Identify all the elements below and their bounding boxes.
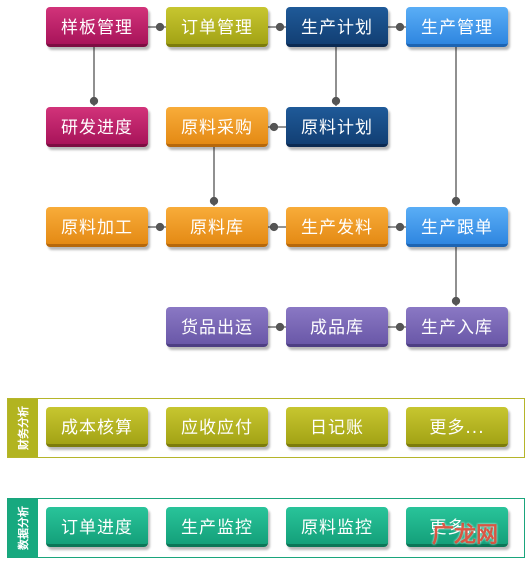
finance-item-cost-accounting[interactable]: 成本核算	[46, 407, 148, 447]
node-rnd-progress[interactable]: 研发进度	[46, 107, 148, 147]
node-material-plan[interactable]: 原料计划	[286, 107, 388, 147]
finance-item-daily-journal[interactable]: 日记账	[286, 407, 388, 447]
connector-dot	[269, 222, 279, 232]
site-watermark: 广龙网	[431, 523, 498, 548]
data-item-production-monitor[interactable]: 生产监控	[166, 507, 268, 547]
connector-dot	[209, 196, 219, 206]
finance-panel-title: 财务分析	[17, 406, 30, 450]
connector-dot	[275, 322, 285, 332]
node-goods-shipping[interactable]: 货品出运	[166, 307, 268, 347]
connector-dot	[331, 96, 341, 106]
finance-item-receivables-payables[interactable]: 应收应付	[166, 407, 268, 447]
finance-item-more[interactable]: 更多...	[406, 407, 508, 447]
node-production-inbound[interactable]: 生产入库	[406, 307, 508, 347]
node-production-issue[interactable]: 生产发料	[286, 207, 388, 247]
connector-dot	[451, 296, 461, 306]
node-material-warehouse[interactable]: 原料库	[166, 207, 268, 247]
node-production-tracking[interactable]: 生产跟单	[406, 207, 508, 247]
connector-dot	[269, 122, 279, 132]
node-sample-management[interactable]: 样板管理	[46, 7, 148, 47]
connector-dot	[395, 322, 405, 332]
connector-dot	[395, 222, 405, 232]
data-panel-title: 数据分析	[17, 506, 30, 550]
node-production-plan[interactable]: 生产计划	[286, 7, 388, 47]
node-material-purchase[interactable]: 原料采购	[166, 107, 268, 147]
data-panel-tab: 数据分析	[8, 499, 38, 557]
connector-dot	[155, 22, 165, 32]
connector-dot	[89, 96, 99, 106]
data-item-order-progress[interactable]: 订单进度	[46, 507, 148, 547]
node-order-management[interactable]: 订单管理	[166, 7, 268, 47]
connector-dot	[275, 22, 285, 32]
node-finished-warehouse[interactable]: 成品库	[286, 307, 388, 347]
data-item-material-monitor[interactable]: 原料监控	[286, 507, 388, 547]
connector-dot	[451, 196, 461, 206]
data-item-more[interactable]: 更多...	[406, 507, 508, 547]
connector-dot	[395, 22, 405, 32]
finance-panel-tab: 财务分析	[8, 399, 38, 457]
node-production-management[interactable]: 生产管理	[406, 7, 508, 47]
connector-dot	[155, 222, 165, 232]
node-material-processing[interactable]: 原料加工	[46, 207, 148, 247]
